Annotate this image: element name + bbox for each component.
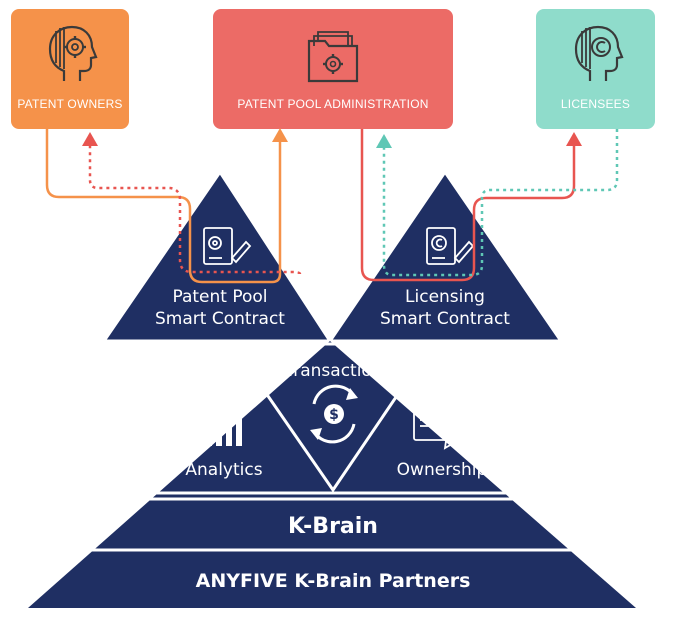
base-pyramid — [28, 341, 636, 608]
flow-connectors — [45, 128, 619, 284]
owners-to-admin-line — [45, 129, 282, 284]
licensing-contract-line1: Licensing — [405, 287, 485, 307]
k-brain-band — [76, 497, 590, 552]
patent-owners-box: PATENT OWNERS — [11, 9, 129, 129]
patent-pool-contract-line1: Patent Pool — [172, 287, 267, 307]
admin-to-licensees-line — [360, 129, 576, 282]
licensing-contract-line2: Smart Contract — [380, 309, 510, 329]
dollar-symbol: $ — [329, 407, 339, 423]
analytics-label: Analytics — [185, 460, 262, 480]
patent-pool-contract-line2: Smart Contract — [155, 309, 285, 329]
certificate-icon — [413, 405, 465, 450]
transaction-label: Transaction — [284, 361, 382, 381]
patent-pool-contract-triangle — [101, 169, 333, 343]
licensees-label: LICENSEES — [560, 97, 631, 111]
bar-chart-icon — [195, 397, 242, 446]
patent-pool-admin-label: PATENT POOL ADMINISTRATION — [237, 97, 429, 111]
partners-label: ANYFIVE K-Brain Partners — [196, 570, 471, 592]
transaction-section — [229, 342, 435, 493]
dollar-cycle-icon — [310, 384, 358, 444]
head-gear-icon — [48, 25, 98, 81]
head-copyright-icon — [574, 25, 624, 81]
contract-doc-icon — [203, 227, 252, 265]
patent-owners-label: PATENT OWNERS — [17, 97, 123, 111]
patent-pool-admin-box: PATENT POOL ADMINISTRATION — [213, 9, 453, 129]
licensing-contract-triangle — [327, 169, 564, 343]
licensees-box: LICENSEES — [536, 9, 655, 129]
k-brain-label: K-Brain — [288, 514, 378, 539]
ownership-label: Ownership — [397, 460, 488, 480]
folder-gear-icon — [307, 31, 359, 83]
licensing-doc-icon — [426, 227, 475, 265]
